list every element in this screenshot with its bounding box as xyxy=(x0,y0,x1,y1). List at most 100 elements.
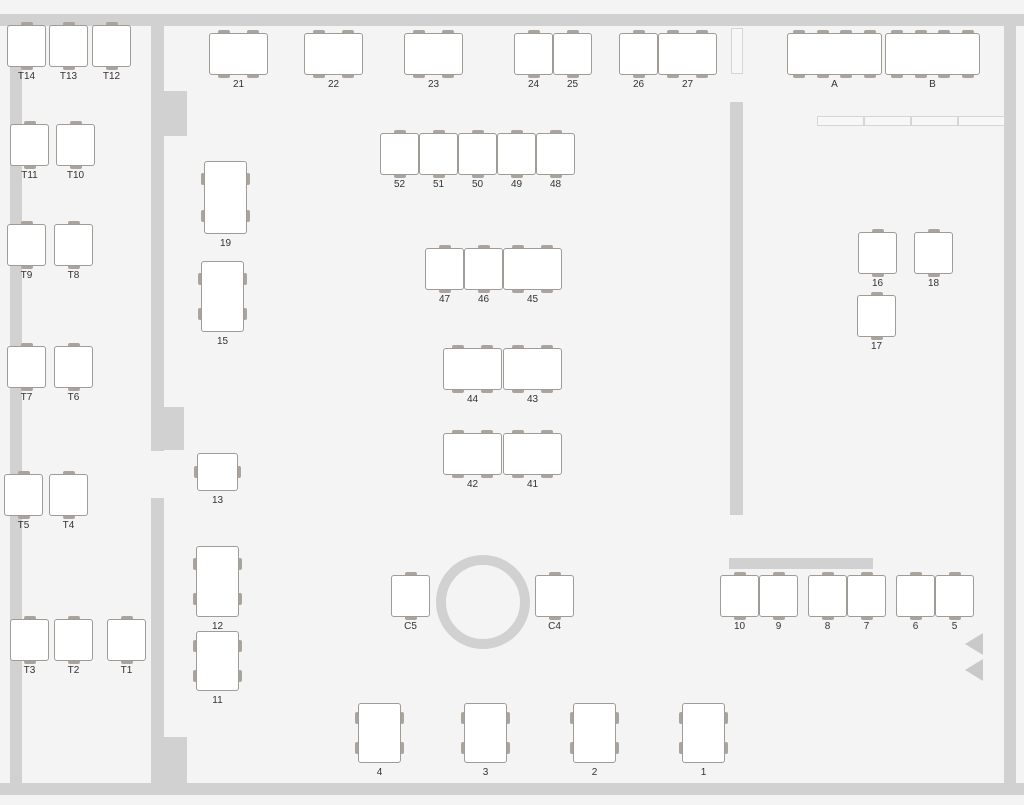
chair xyxy=(840,30,853,34)
table-23[interactable] xyxy=(404,33,463,75)
chair xyxy=(481,430,494,434)
table-label: 15 xyxy=(216,336,229,347)
table-3[interactable] xyxy=(464,703,507,763)
table-t8[interactable] xyxy=(54,224,93,266)
table-label: C5 xyxy=(404,621,417,632)
table-a[interactable] xyxy=(787,33,882,75)
chair xyxy=(451,430,464,434)
table-47[interactable] xyxy=(425,248,464,290)
table-t3[interactable] xyxy=(10,619,49,661)
arrow-down-icon[interactable] xyxy=(965,659,983,681)
chair xyxy=(510,130,523,134)
chair xyxy=(909,616,922,620)
table-18[interactable] xyxy=(914,232,953,274)
chair xyxy=(62,22,75,26)
table-21[interactable] xyxy=(209,33,268,75)
chair xyxy=(860,572,873,576)
table-c5[interactable] xyxy=(391,575,430,617)
table-c4[interactable] xyxy=(535,575,574,617)
chair xyxy=(821,572,834,576)
chair xyxy=(432,174,445,178)
table-44[interactable] xyxy=(443,348,502,390)
table-1[interactable] xyxy=(682,703,725,763)
chair xyxy=(237,466,241,478)
table-t6[interactable] xyxy=(54,346,93,388)
table-52[interactable] xyxy=(380,133,419,175)
table-b[interactable] xyxy=(885,33,980,75)
table-9[interactable] xyxy=(759,575,798,617)
table-45[interactable] xyxy=(503,248,562,290)
wall-segment xyxy=(729,558,873,569)
table-t7[interactable] xyxy=(7,346,46,388)
chair xyxy=(194,466,198,478)
table-4[interactable] xyxy=(358,703,401,763)
table-25[interactable] xyxy=(553,33,592,75)
table-50[interactable] xyxy=(458,133,497,175)
table-label: T7 xyxy=(20,392,33,403)
chair xyxy=(566,74,579,78)
table-label: 6 xyxy=(912,621,919,632)
chair xyxy=(666,74,679,78)
chair xyxy=(679,742,683,754)
chair xyxy=(477,289,490,293)
table-8[interactable] xyxy=(808,575,847,617)
table-t11[interactable] xyxy=(10,124,49,166)
table-22[interactable] xyxy=(304,33,363,75)
table-5[interactable] xyxy=(935,575,974,617)
table-11[interactable] xyxy=(196,631,239,691)
table-16[interactable] xyxy=(858,232,897,274)
table-43[interactable] xyxy=(503,348,562,390)
table-label: T3 xyxy=(23,665,36,676)
chair xyxy=(870,336,883,340)
table-13[interactable] xyxy=(197,453,238,491)
chair xyxy=(566,30,579,34)
table-49[interactable] xyxy=(497,133,536,175)
chair xyxy=(548,616,561,620)
table-t14[interactable] xyxy=(7,25,46,67)
table-t5[interactable] xyxy=(4,474,43,516)
table-24[interactable] xyxy=(514,33,553,75)
table-label: 3 xyxy=(482,767,489,778)
table-label: 8 xyxy=(824,621,831,632)
table-10[interactable] xyxy=(720,575,759,617)
chair xyxy=(23,616,36,620)
table-t9[interactable] xyxy=(7,224,46,266)
table-42[interactable] xyxy=(443,433,502,475)
table-t10[interactable] xyxy=(56,124,95,166)
chair xyxy=(927,229,940,233)
wall-segment xyxy=(730,102,743,515)
chair xyxy=(438,245,451,249)
table-t4[interactable] xyxy=(49,474,88,516)
chair xyxy=(238,670,242,682)
table-48[interactable] xyxy=(536,133,575,175)
table-51[interactable] xyxy=(419,133,458,175)
chair xyxy=(120,616,133,620)
table-12[interactable] xyxy=(196,546,239,617)
table-6[interactable] xyxy=(896,575,935,617)
chair xyxy=(541,245,554,249)
chair xyxy=(541,474,554,478)
chair xyxy=(67,387,80,391)
table-17[interactable] xyxy=(857,295,896,337)
arrow-up-icon[interactable] xyxy=(965,633,983,655)
table-t12[interactable] xyxy=(92,25,131,67)
table-26[interactable] xyxy=(619,33,658,75)
table-t13[interactable] xyxy=(49,25,88,67)
table-19[interactable] xyxy=(204,161,247,234)
table-46[interactable] xyxy=(464,248,503,290)
table-t1[interactable] xyxy=(107,619,146,661)
table-41[interactable] xyxy=(503,433,562,475)
chair xyxy=(938,74,951,78)
table-15[interactable] xyxy=(201,261,244,332)
chair xyxy=(67,221,80,225)
table-t2[interactable] xyxy=(54,619,93,661)
table-2[interactable] xyxy=(573,703,616,763)
counter-strip-cell xyxy=(817,116,864,126)
table-label: 16 xyxy=(871,278,884,289)
table-7[interactable] xyxy=(847,575,886,617)
wall-segment xyxy=(0,14,1024,26)
chair xyxy=(243,308,247,321)
table-label: B xyxy=(929,79,936,90)
table-27[interactable] xyxy=(658,33,717,75)
table-label: 25 xyxy=(566,79,579,90)
